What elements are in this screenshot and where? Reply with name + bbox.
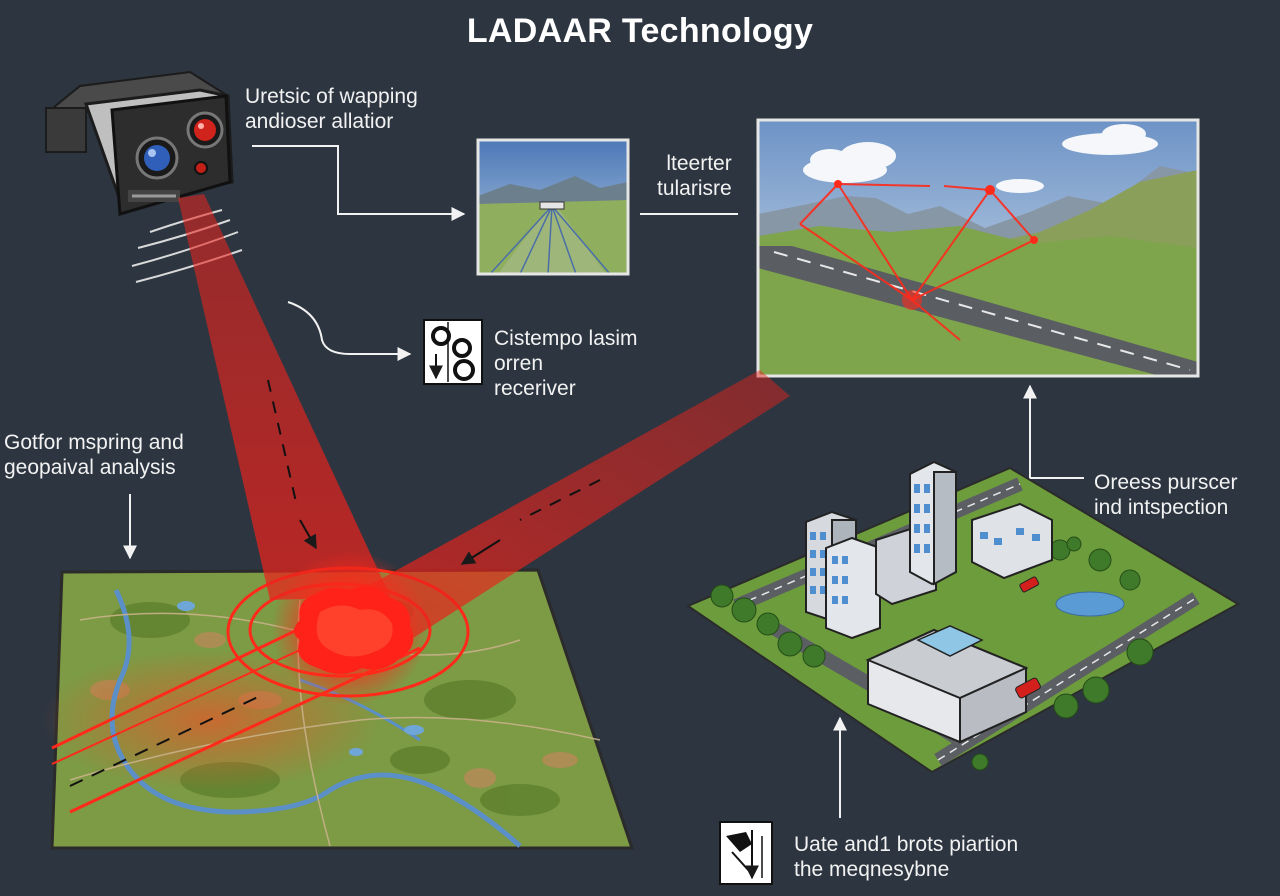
urban-city-image xyxy=(685,460,1241,774)
laser-beams xyxy=(178,194,790,706)
inspection-caption: Oreess purscer ind intspection xyxy=(1094,470,1238,520)
urban-planning-icon xyxy=(719,821,773,885)
scene-caption: lteerter tularisre xyxy=(657,151,732,201)
mapping-scene-image xyxy=(476,138,630,276)
inspection-caption-line-1: Oreess purscer xyxy=(1094,471,1238,494)
urban-caption: Uate and1 brots piartion the meqnesybne xyxy=(794,832,1018,882)
receiver-caption-line-1: Cistempo lasim xyxy=(494,327,638,350)
landscape-scan-image xyxy=(756,118,1200,378)
page-title: LADAAR Technology xyxy=(466,12,814,50)
mapping-caption-line-1: Uretsic of wapping xyxy=(245,85,418,108)
scene-caption-line-2: tularisre xyxy=(657,177,732,200)
ladar-device-icon xyxy=(45,70,243,283)
geo-caption-line-2: geopaival analysis xyxy=(4,456,176,479)
receiver-caption-line-2: orren xyxy=(494,352,544,375)
mapping-caption: Uretsic of wapping andioser allatior xyxy=(245,84,418,134)
urban-caption-line-2: the meqnesybne xyxy=(794,858,950,881)
urban-caption-line-1: Uate and1 brots piartion xyxy=(794,833,1019,856)
terrain-map-image xyxy=(40,566,635,850)
geo-caption: Gotfor mspring and geopaival analysis xyxy=(4,430,184,480)
geo-caption-line-1: Gotfor mspring and xyxy=(4,431,184,454)
receiver-caption: Cistempo lasim orren receriver xyxy=(494,326,638,401)
scene-caption-line-1: lteerter xyxy=(666,152,732,175)
connector-lines xyxy=(123,145,1084,818)
inspection-caption-line-2: ind intspection xyxy=(1094,496,1229,519)
receiver-caption-line-3: receriver xyxy=(494,377,576,400)
receiver-icon xyxy=(423,319,483,385)
mapping-caption-line-2: andioser allatior xyxy=(245,110,394,133)
